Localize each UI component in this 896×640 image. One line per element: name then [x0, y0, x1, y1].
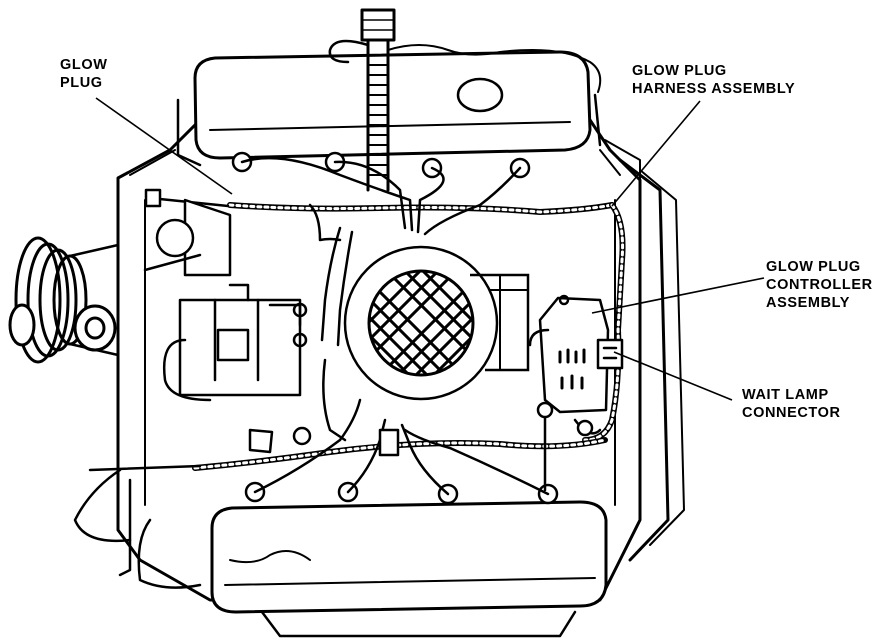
callout-line: HARNESS ASSEMBLY — [632, 81, 796, 97]
callout-line: ASSEMBLY — [766, 295, 851, 311]
oil-filler-tube — [328, 8, 602, 192]
valve-cover-bottom — [210, 500, 608, 638]
wait-lamp-connector — [573, 338, 624, 437]
glow-plug-leader — [95, 97, 233, 195]
callout-line: WAIT LAMP — [742, 387, 829, 403]
callout-line: PLUG — [60, 75, 103, 91]
callout-line: GLOW PLUG — [632, 63, 727, 79]
injection-pump — [143, 198, 308, 402]
crank-pulley — [8, 236, 120, 364]
glow-plug-callout: GLOW PLUG — [60, 56, 108, 92]
harness-assembly-leader — [611, 100, 701, 207]
controller-assembly-callout: GLOW PLUG CONTROLLER ASSEMBLY — [766, 258, 873, 312]
callout-line: CONTROLLER — [766, 277, 873, 293]
glow-plug-harness — [144, 188, 626, 471]
wait-lamp-connector-leader — [613, 351, 733, 401]
callout-leaders — [95, 97, 765, 401]
fuel-lines — [240, 156, 550, 496]
controller-assembly-leader — [591, 277, 765, 314]
callout-line: GLOW — [60, 57, 108, 73]
lower-details — [73, 401, 554, 589]
fan-pulley — [604, 139, 685, 562]
harness-assembly-callout: GLOW PLUG HARNESS ASSEMBLY — [632, 62, 795, 98]
wait-lamp-connector-callout: WAIT LAMP CONNECTOR — [742, 386, 841, 422]
callout-line: GLOW PLUG — [766, 259, 861, 275]
intake-screen — [343, 245, 530, 401]
callout-line: CONNECTOR — [742, 405, 841, 421]
glow-plug-controller — [528, 294, 610, 414]
